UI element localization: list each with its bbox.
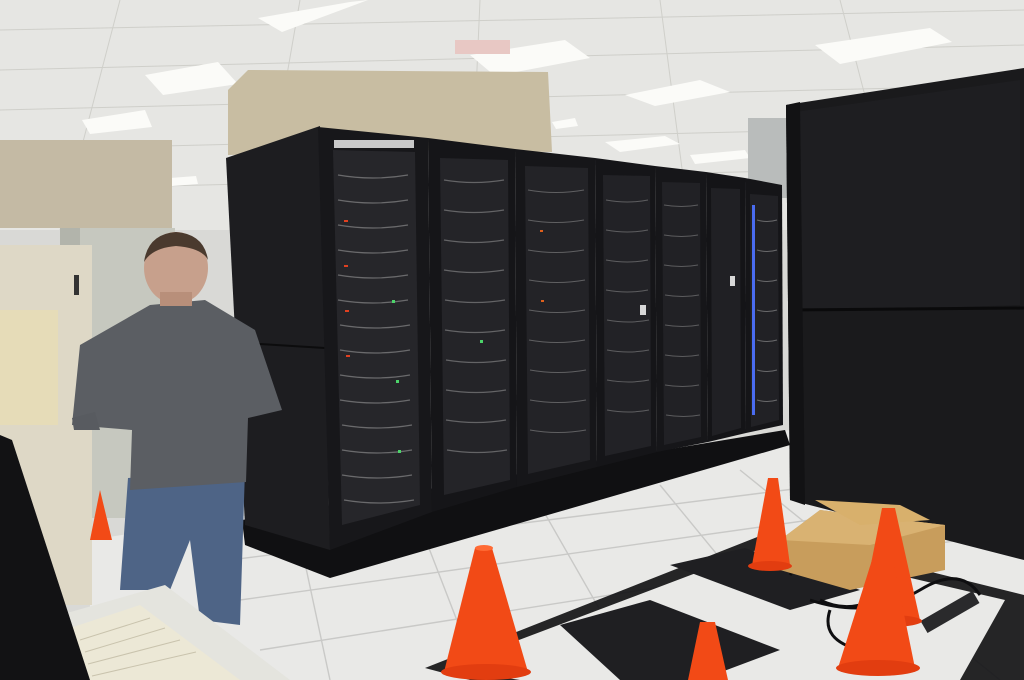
rack-1 xyxy=(318,127,432,550)
ceiling-light-panels xyxy=(82,0,952,186)
left-wall-block xyxy=(0,140,172,228)
traffic-cone xyxy=(748,478,792,571)
floor-panel xyxy=(560,600,780,680)
rack-6 xyxy=(706,172,746,442)
rack-row-base xyxy=(242,430,790,578)
power-strip xyxy=(920,590,980,634)
person xyxy=(72,232,282,625)
foreground-rack xyxy=(786,68,1024,560)
rack-2 xyxy=(428,138,517,512)
person-neck xyxy=(160,292,192,306)
traffic-cone xyxy=(688,622,728,680)
traffic-cones xyxy=(441,478,922,680)
distant-cone xyxy=(90,490,112,540)
rack-7 xyxy=(745,178,783,433)
ceiling-sign xyxy=(455,40,510,54)
keyboard-keys xyxy=(79,617,197,677)
rack-4 xyxy=(595,158,657,467)
rack-3 xyxy=(515,149,597,487)
keyboard xyxy=(70,605,240,680)
person-shirt xyxy=(72,300,282,490)
blue-led-strip xyxy=(752,205,755,415)
rack-side-panel xyxy=(226,126,330,550)
foreground-desk xyxy=(0,435,290,680)
person-legs xyxy=(120,470,245,625)
monitor-edge xyxy=(0,435,90,680)
traffic-cone xyxy=(441,545,531,680)
rack-5 xyxy=(655,166,708,452)
floor-panel xyxy=(670,548,860,610)
cabinet-handle xyxy=(74,275,79,295)
person-hair xyxy=(144,232,208,262)
server-rack-row xyxy=(226,126,790,578)
sticky-note xyxy=(0,310,58,425)
person-arm xyxy=(72,412,100,430)
person-head xyxy=(144,232,208,304)
traffic-cone xyxy=(836,560,920,676)
